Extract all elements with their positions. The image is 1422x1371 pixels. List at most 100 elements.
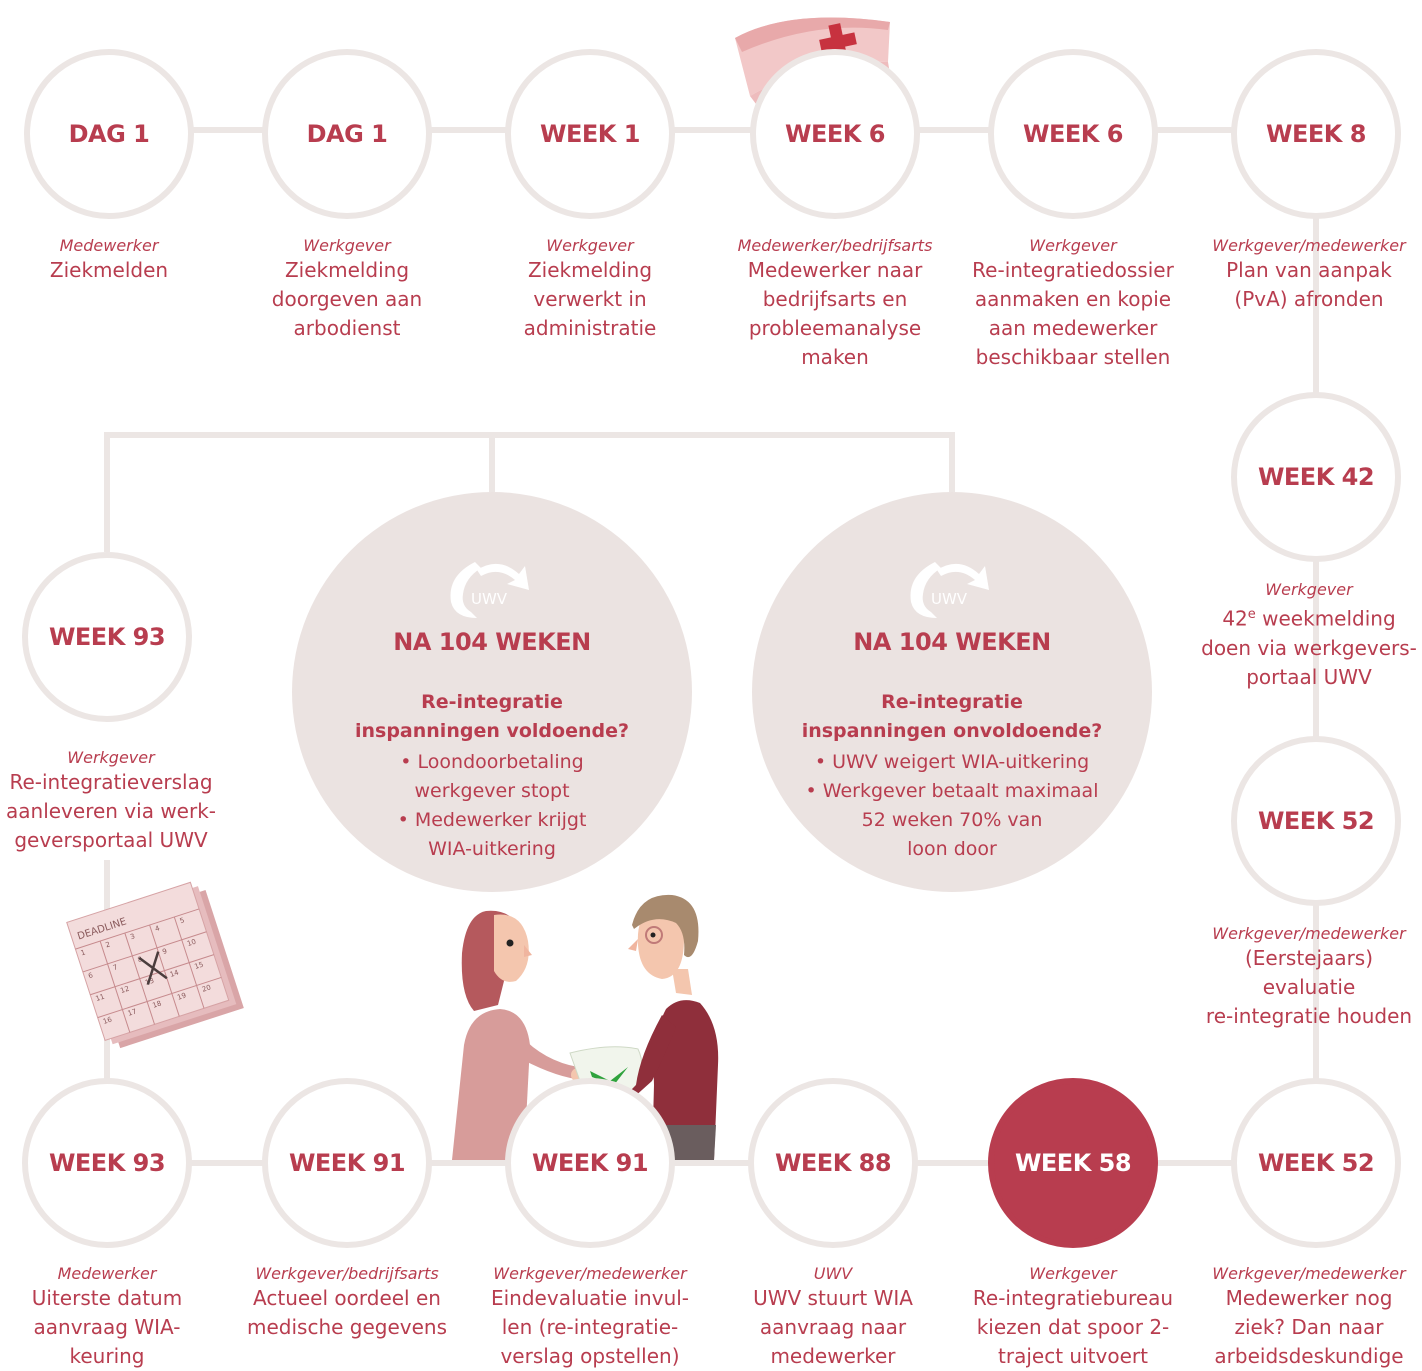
calendar-day: 7 <box>112 963 119 972</box>
caption-role: Medewerker <box>59 236 159 255</box>
node-caption: Werkgever Re-integratiebureau kiezen dat… <box>960 1264 1186 1371</box>
connector <box>949 432 955 492</box>
outcome-question-line: Re-integratie <box>421 691 563 713</box>
outcome-question: Re-integratie inspanningen onvoldoende? <box>772 688 1132 746</box>
node-title: DAG 1 <box>306 120 388 148</box>
caption-line: probleemanalyse <box>748 316 922 340</box>
caption-role: Werkgever <box>303 236 391 255</box>
timeline-node: DAG 1 <box>262 49 432 219</box>
caption-line: (Eerstejaars) evaluatie <box>1244 946 1374 999</box>
outcome-bullets: Loondoorbetaling werkgever stopt Medewer… <box>322 748 662 864</box>
calendar-day: 15 <box>194 961 205 971</box>
caption-line: portaal UWV <box>1246 664 1372 689</box>
calendar-day: 6 <box>87 971 94 980</box>
caption-line: Eindevaluatie invul- <box>490 1286 690 1310</box>
connector <box>104 432 110 552</box>
node-caption: Werkgever Re-integratieverslag aanlevere… <box>0 748 224 855</box>
node-caption: Werkgever Ziekmelding verwerkt in admini… <box>477 236 703 343</box>
outcome-question-line: inspanningen voldoende? <box>354 720 629 742</box>
caption-role: UWV <box>813 1264 853 1283</box>
connector <box>1313 215 1319 1225</box>
caption-line: arbeidsdeskundige <box>1214 1344 1404 1368</box>
caption-line: aanleveren via werk- <box>6 799 216 823</box>
uwv-logo-icon: UWV <box>450 562 529 618</box>
node-title: WEEK 6 <box>1023 120 1123 148</box>
caption-role: Werkgever/medewerker <box>493 1264 687 1283</box>
caption-line: ziek? Dan naar <box>1234 1315 1384 1339</box>
caption-line: 42e weekmelding <box>1222 606 1396 631</box>
node-title: WEEK 6 <box>785 120 885 148</box>
timeline-node: DAG 1 <box>24 49 194 219</box>
outcome-bullet-cont: WIA-uitkering <box>428 838 556 860</box>
caption-line: len (re-integratie- <box>501 1315 679 1339</box>
calendar-day: 3 <box>129 932 136 941</box>
timeline-node: WEEK 6 <box>750 49 920 219</box>
caption-role: Werkgever <box>546 236 634 255</box>
timeline-node: WEEK 6 <box>988 49 1158 219</box>
caption-role: Werkgever/medewerker <box>1212 236 1406 255</box>
caption-line: doen via werkgevers- <box>1201 635 1417 660</box>
node-caption: Werkgever/bedrijfsarts Actueel oordeel e… <box>234 1264 460 1342</box>
caption-line: Ziekmelding <box>527 258 653 282</box>
node-caption: Werkgever Re-integratiedossier aanmaken … <box>960 236 1186 372</box>
calendar-day: 5 <box>179 916 186 925</box>
outcome-title: NA 104 WEKEN <box>853 628 1051 656</box>
caption-role: Werkgever <box>1029 1264 1117 1283</box>
caption-role: Werkgever/medewerker <box>1212 924 1406 943</box>
node-caption: Medewerker/bedrijfsarts Medewerker naar … <box>722 236 948 372</box>
caption-line: Medewerker naar <box>747 258 923 282</box>
calendar-day: 18 <box>152 999 163 1009</box>
caption-role: Medewerker <box>57 1264 157 1283</box>
caption-line: bedrijfsarts en <box>762 287 908 311</box>
node-title: WEEK 93 <box>48 623 166 651</box>
calendar-day: 14 <box>169 968 180 979</box>
node-caption: Werkgever Ziekmelding doorgeven aan arbo… <box>234 236 460 343</box>
outcome-bullet-cont: 52 weken 70% van <box>861 809 1043 831</box>
caption-line: medische gegevens <box>246 1315 448 1339</box>
node-caption: Werkgever/medewerker Eindevaluatie invul… <box>477 1264 703 1371</box>
caption-line: aanvraag naar <box>759 1315 907 1339</box>
node-title: WEEK 8 <box>1266 120 1366 148</box>
uwv-logo-text: UWV <box>931 590 968 608</box>
outcome-bullet: UWV weigert WIA-uitkering <box>782 748 1122 777</box>
caption-line: medewerker <box>770 1344 896 1368</box>
node-caption: Werkgever/medewerker Medewerker nog ziek… <box>1196 1264 1422 1371</box>
caption-line: traject uitvoert <box>998 1344 1148 1368</box>
node-caption: UWV UWV stuurt WIA aanvraag naar medewer… <box>720 1264 946 1371</box>
caption-line: aan medewerker <box>988 316 1158 340</box>
outcome-bullet-cont: werkgever stopt <box>414 780 570 802</box>
caption-line: verslag opstellen) <box>500 1344 680 1368</box>
caption-line: maken <box>801 345 869 369</box>
uwv-logo-text: UWV <box>471 590 508 608</box>
timeline-node: WEEK 91 <box>262 1078 432 1248</box>
timeline-node: WEEK 52 <box>1231 736 1401 906</box>
caption-role: Werkgever/bedrijfsarts <box>255 1264 439 1283</box>
caption-line: UWV stuurt WIA <box>753 1286 913 1310</box>
caption-line: verwerkt in <box>533 287 647 311</box>
timeline-node-highlighted: WEEK 58 <box>988 1078 1158 1248</box>
caption-role: Werkgever <box>1029 236 1117 255</box>
outcome-question-line: inspanningen onvoldoende? <box>801 720 1103 742</box>
caption-role: Werkgever <box>1265 580 1353 599</box>
caption-line: aanvraag WIA- <box>33 1315 181 1339</box>
outcome-question-line: Re-integratie <box>881 691 1023 713</box>
uwv-logo-icon: UWV <box>910 562 989 618</box>
calendar-day: 4 <box>154 924 161 933</box>
outcome-bullet: Medewerker krijgt <box>322 806 662 835</box>
node-title: WEEK 91 <box>531 1149 649 1177</box>
outcome-title: NA 104 WEKEN <box>393 628 591 656</box>
caption-line: keuring <box>69 1344 145 1368</box>
node-title: WEEK 42 <box>1257 463 1375 491</box>
timeline-node: WEEK 52 <box>1231 1078 1401 1248</box>
caption-line: Ziekmelding <box>284 258 410 282</box>
caption-line: kiezen dat spoor 2- <box>976 1315 1170 1339</box>
outcome-panel-voldoende: UWV NA 104 WEKEN Re-integratie inspannin… <box>292 492 692 892</box>
calendar-day: 2 <box>105 940 112 949</box>
caption-role: Werkgever/medewerker <box>1212 1264 1406 1283</box>
caption-line: Medewerker nog <box>1225 1286 1393 1310</box>
outcome-bullet-cont: loon door <box>907 838 997 860</box>
calendar-day: 19 <box>176 991 187 1001</box>
calendar-day: 16 <box>102 1015 113 1026</box>
caption-line: Uiterste datum <box>31 1286 183 1310</box>
node-title: WEEK 52 <box>1257 1149 1375 1177</box>
